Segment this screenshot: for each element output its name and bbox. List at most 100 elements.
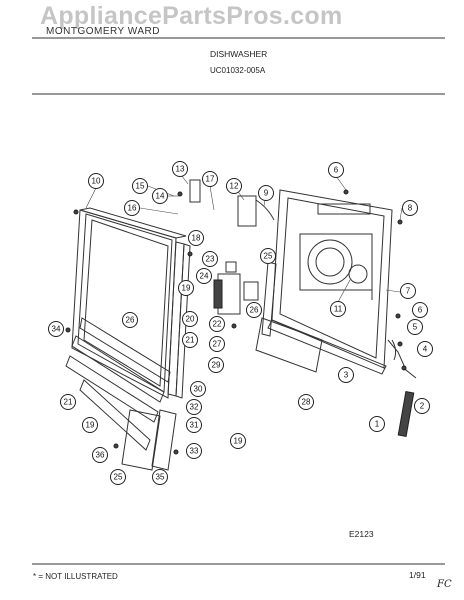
inner-door-liner bbox=[271, 189, 393, 369]
callout-18: 18 bbox=[188, 230, 204, 246]
callout-4: 4 bbox=[417, 341, 433, 357]
svg-text:4: 4 bbox=[423, 345, 428, 354]
brand-header: MONTGOMERY WARD bbox=[46, 26, 160, 37]
svg-text:6: 6 bbox=[418, 306, 423, 315]
callout-5: 5 bbox=[407, 319, 423, 335]
svg-text:32: 32 bbox=[190, 403, 199, 412]
svg-text:26: 26 bbox=[250, 306, 259, 315]
callout-7: 7 bbox=[400, 283, 416, 299]
svg-text:21: 21 bbox=[186, 336, 195, 345]
svg-text:23: 23 bbox=[206, 255, 215, 264]
callout-24: 24 bbox=[196, 268, 212, 284]
svg-text:22: 22 bbox=[213, 320, 222, 329]
callout-19-c: 19 bbox=[230, 433, 246, 449]
callout-1: 1 bbox=[369, 416, 385, 432]
callout-27: 27 bbox=[209, 336, 225, 352]
screws bbox=[65, 189, 407, 455]
svg-text:18: 18 bbox=[192, 234, 201, 243]
svg-text:1: 1 bbox=[375, 420, 380, 429]
svg-text:8: 8 bbox=[408, 204, 413, 213]
svg-text:16: 16 bbox=[128, 204, 137, 213]
callout-23: 23 bbox=[202, 251, 218, 267]
callouts: 10 13 17 15 14 16 12 9 6 8 18 23 25 24 1… bbox=[48, 161, 433, 485]
model-part-number: UC01032-005A bbox=[210, 66, 266, 75]
svg-text:35: 35 bbox=[156, 473, 165, 482]
svg-text:9: 9 bbox=[264, 189, 269, 198]
callout-15: 15 bbox=[132, 178, 148, 194]
callout-13: 13 bbox=[172, 161, 188, 177]
callout-19-b: 19 bbox=[82, 417, 98, 433]
callout-35: 35 bbox=[152, 469, 168, 485]
callout-21-a: 21 bbox=[182, 332, 198, 348]
revision-date: 1/91 bbox=[409, 570, 426, 580]
svg-text:33: 33 bbox=[190, 447, 199, 456]
svg-text:19: 19 bbox=[86, 421, 95, 430]
svg-text:3: 3 bbox=[344, 371, 349, 380]
callout-6-top: 6 bbox=[328, 162, 344, 178]
callout-16: 16 bbox=[124, 200, 140, 216]
svg-text:19: 19 bbox=[182, 284, 191, 293]
svg-text:36: 36 bbox=[96, 451, 105, 460]
callout-21-b: 21 bbox=[60, 394, 76, 410]
callout-22: 22 bbox=[209, 316, 225, 332]
lower-kick-panels bbox=[65, 317, 387, 471]
svg-text:15: 15 bbox=[136, 182, 145, 191]
callout-25-b: 25 bbox=[110, 469, 126, 485]
callout-14: 14 bbox=[152, 188, 168, 204]
svg-text:34: 34 bbox=[52, 325, 61, 334]
svg-text:24: 24 bbox=[200, 272, 209, 281]
svg-text:25: 25 bbox=[264, 252, 273, 261]
callout-28: 28 bbox=[298, 394, 314, 410]
svg-text:10: 10 bbox=[92, 177, 101, 186]
figure-code: E2123 bbox=[349, 529, 374, 539]
callout-6-right: 6 bbox=[412, 302, 428, 318]
svg-text:5: 5 bbox=[413, 323, 418, 332]
callout-3: 3 bbox=[338, 367, 354, 383]
callout-8: 8 bbox=[402, 200, 418, 216]
callout-31: 31 bbox=[186, 417, 202, 433]
callout-20: 20 bbox=[182, 311, 198, 327]
svg-text:31: 31 bbox=[190, 421, 199, 430]
svg-text:11: 11 bbox=[334, 305, 343, 314]
callout-11: 11 bbox=[330, 301, 346, 317]
callout-33: 33 bbox=[186, 443, 202, 459]
callout-26-a: 26 bbox=[122, 312, 138, 328]
svg-text:27: 27 bbox=[213, 340, 222, 349]
callout-29: 29 bbox=[208, 357, 224, 373]
callout-26-b: 26 bbox=[246, 302, 262, 318]
svg-text:13: 13 bbox=[176, 165, 185, 174]
svg-text:6: 6 bbox=[334, 166, 339, 175]
svg-text:25: 25 bbox=[114, 473, 123, 482]
callout-12: 12 bbox=[226, 178, 242, 194]
callout-10: 10 bbox=[88, 173, 104, 189]
svg-text:14: 14 bbox=[156, 192, 165, 201]
callout-2: 2 bbox=[414, 398, 430, 414]
callout-34: 34 bbox=[48, 321, 64, 337]
svg-text:20: 20 bbox=[186, 315, 195, 324]
callout-30: 30 bbox=[190, 381, 206, 397]
svg-text:7: 7 bbox=[406, 287, 411, 296]
callout-19-a: 19 bbox=[178, 280, 194, 296]
svg-text:2: 2 bbox=[420, 402, 425, 411]
callout-9: 9 bbox=[258, 185, 274, 201]
svg-text:21: 21 bbox=[64, 398, 73, 407]
callout-17: 17 bbox=[202, 171, 218, 187]
handwritten-note: FC bbox=[437, 579, 452, 590]
control-parts bbox=[189, 179, 275, 315]
svg-text:19: 19 bbox=[234, 437, 243, 446]
hinge-handle bbox=[387, 339, 417, 437]
svg-text:26: 26 bbox=[126, 316, 135, 325]
watermark-text: AppliancePartsPros.com bbox=[40, 2, 343, 30]
diagram-title: DISHWASHER bbox=[210, 49, 268, 59]
svg-text:17: 17 bbox=[206, 175, 215, 184]
svg-text:12: 12 bbox=[230, 182, 239, 191]
callout-25-top: 25 bbox=[260, 248, 276, 264]
callout-36: 36 bbox=[92, 447, 108, 463]
leader-lines bbox=[85, 175, 403, 303]
svg-text:30: 30 bbox=[194, 385, 203, 394]
footnote: * = NOT ILLUSTRATED bbox=[33, 572, 118, 581]
svg-text:28: 28 bbox=[302, 398, 311, 407]
side-trim-strips bbox=[167, 241, 277, 399]
callout-32: 32 bbox=[186, 399, 202, 415]
